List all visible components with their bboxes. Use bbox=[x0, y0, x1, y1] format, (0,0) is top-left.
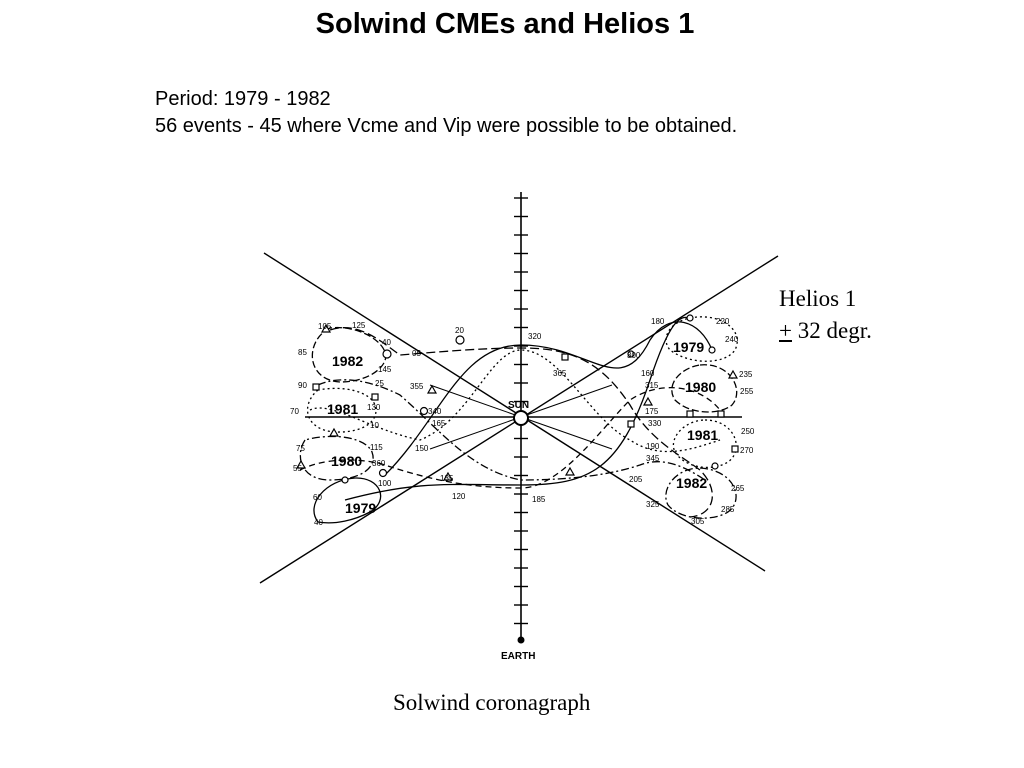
loop-right-1979 bbox=[665, 316, 738, 362]
day-label: 85 bbox=[298, 348, 307, 357]
day-label: 100 bbox=[378, 479, 392, 488]
axis-ticks bbox=[514, 197, 528, 625]
helios-angle: 32 degr. bbox=[797, 318, 872, 343]
year-right-1981: 1981 bbox=[687, 427, 718, 443]
day-label: 135 bbox=[440, 474, 454, 483]
day-label: 255 bbox=[740, 387, 754, 396]
day-label: 180 bbox=[651, 317, 665, 326]
day-label: 150 bbox=[415, 444, 429, 453]
day-label: 240 bbox=[725, 335, 739, 344]
loop-right-1981 bbox=[672, 419, 737, 469]
day-label: 60 bbox=[313, 493, 322, 502]
caption: Solwind coronagraph bbox=[393, 690, 591, 715]
day-label: 55 bbox=[293, 464, 302, 473]
orbit-dashed bbox=[329, 327, 713, 518]
day-label: 90 bbox=[298, 381, 307, 390]
helios-label: Helios 1 + 32 degr. bbox=[779, 283, 872, 347]
orbit-dotted bbox=[309, 349, 721, 453]
earth-marker bbox=[517, 636, 525, 644]
day-label: 40 bbox=[314, 518, 323, 527]
orbit-markers bbox=[295, 314, 739, 484]
day-label: 355 bbox=[410, 382, 424, 391]
orbit-dashed-2 bbox=[299, 387, 721, 489]
day-label: 235 bbox=[739, 370, 753, 379]
day-label: 120 bbox=[452, 492, 466, 501]
slide-title: Solwind CMEs and Helios 1 bbox=[315, 8, 695, 40]
day-label: 305 bbox=[691, 517, 705, 526]
day-label: 40 bbox=[382, 338, 391, 347]
day-label: 20 bbox=[455, 326, 464, 335]
orbit-solid bbox=[384, 321, 713, 476]
day-label: 285 bbox=[721, 505, 735, 514]
day-label: 250 bbox=[741, 427, 755, 436]
sun-marker bbox=[513, 410, 529, 426]
day-label: 185 bbox=[532, 495, 546, 504]
day-label: 70 bbox=[290, 407, 299, 416]
loop-left-1979 bbox=[313, 477, 382, 524]
year-right-1982: 1982 bbox=[676, 475, 707, 491]
orbit-dashdot bbox=[317, 379, 706, 481]
day-label: 365 bbox=[553, 369, 567, 378]
day-label: 325 bbox=[646, 500, 660, 509]
day-label: 345 bbox=[646, 454, 660, 463]
day-label: 130 bbox=[367, 403, 381, 412]
day-label: 315 bbox=[645, 381, 659, 390]
helios-line-left-down bbox=[263, 252, 766, 572]
year-right-1979: 1979 bbox=[673, 339, 704, 355]
helios-name: Helios 1 bbox=[779, 286, 857, 311]
info-block: Period: 1979 - 1982 56 events - 45 where… bbox=[155, 86, 737, 140]
day-label: 105 bbox=[318, 322, 332, 331]
day-label: 220 bbox=[716, 317, 730, 326]
day-label: 190 bbox=[646, 442, 660, 451]
year-right-1980: 1980 bbox=[685, 379, 716, 395]
day-label: 25 bbox=[375, 379, 384, 388]
loop-left-1980 bbox=[299, 435, 374, 481]
day-label: 145 bbox=[378, 365, 392, 374]
loop-right-1982 bbox=[665, 467, 737, 519]
day-label: 330 bbox=[648, 419, 662, 428]
day-label: 125 bbox=[352, 321, 366, 330]
day-label: 205 bbox=[629, 475, 643, 484]
day-label: 115 bbox=[370, 443, 383, 452]
year-left-1979: 1979 bbox=[345, 500, 376, 516]
day-label: 10 bbox=[370, 421, 379, 430]
loop-left-1981 bbox=[307, 387, 377, 433]
loop-left-1982 bbox=[311, 326, 387, 383]
orbit-solid-2 bbox=[344, 316, 691, 501]
plus-minus-sign: + bbox=[779, 318, 792, 343]
earth-label: EARTH bbox=[501, 651, 535, 662]
day-label: 340 bbox=[428, 407, 442, 416]
day-label: 175 bbox=[645, 407, 659, 416]
day-label: 270 bbox=[740, 446, 754, 455]
day-label: 160 bbox=[641, 369, 655, 378]
year-left-1980: 1980 bbox=[331, 453, 362, 469]
events-text: 56 events - 45 where Vcme and Vip were p… bbox=[155, 115, 738, 137]
day-label: 300 bbox=[627, 351, 641, 360]
day-label: 265 bbox=[731, 484, 745, 493]
sun-label: SUN bbox=[508, 400, 529, 411]
helios-angle-line: + 32 degr. bbox=[779, 315, 872, 347]
day-label: 320 bbox=[528, 332, 542, 341]
year-left-1981: 1981 bbox=[327, 401, 358, 417]
period-text: Period: 1979 - 1982 bbox=[155, 88, 331, 110]
day-label: 75 bbox=[296, 444, 305, 453]
day-label: 360 bbox=[372, 459, 386, 468]
day-label: 05 bbox=[412, 349, 421, 358]
year-left-1982: 1982 bbox=[332, 353, 363, 369]
day-label: 165 bbox=[432, 419, 446, 428]
